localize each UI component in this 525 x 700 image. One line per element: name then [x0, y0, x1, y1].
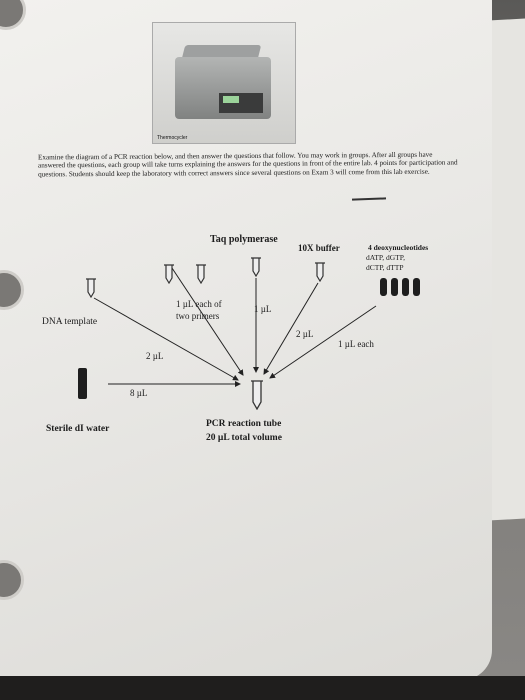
thermocycler-screen	[223, 96, 239, 103]
pcr-diagram	[93, 264, 377, 387]
taq-tube	[251, 257, 261, 277]
primers-volume-line-1: 1 µL each of	[176, 299, 222, 309]
dna-template-volume: 2 µL	[146, 351, 164, 361]
reaction-tube-volume: 20 µL total volume	[206, 433, 282, 443]
primers-volume-line-2: two primers	[176, 311, 220, 321]
buffer-volume: 2 µL	[296, 329, 314, 339]
desk-edge-dark	[0, 676, 525, 700]
dntp-title: 4 deoxynucleotides	[368, 243, 429, 252]
taq-volume: 1 µL	[254, 304, 272, 314]
dntp-line-1: dATP, dGTP,	[366, 253, 405, 262]
primer-arrow	[169, 264, 244, 376]
worksheet-page: Thermocycler Examine the diagram of a PC…	[0, 0, 492, 680]
dntp-volume: 1 µL each	[338, 339, 374, 349]
photo-caption: Thermocycler	[157, 135, 188, 141]
dntp-line-2: dCTP, dTTP	[366, 263, 404, 272]
thermocycler-photo: Thermocycler	[152, 22, 296, 144]
buffer-label: 10X buffer	[298, 243, 340, 253]
dna-template-tube	[86, 278, 96, 298]
water-bottle	[78, 368, 87, 399]
dntp-arrow	[269, 305, 377, 379]
pcr-reaction-tube	[251, 380, 263, 410]
buffer-arrow	[263, 282, 319, 375]
primer-tube-1	[164, 264, 174, 284]
water-volume: 8 µL	[130, 388, 148, 398]
water-label: Sterile dI water	[46, 424, 110, 434]
primer-tube-2	[196, 264, 206, 284]
buffer-tube	[315, 262, 325, 282]
dna-arrow	[93, 297, 239, 381]
reaction-tube-label: PCR reaction tube	[206, 419, 282, 429]
dna-template-label: DNA template	[42, 317, 98, 327]
dntp-tubes	[380, 278, 420, 296]
taq-label: Taq polymerase	[210, 234, 278, 245]
